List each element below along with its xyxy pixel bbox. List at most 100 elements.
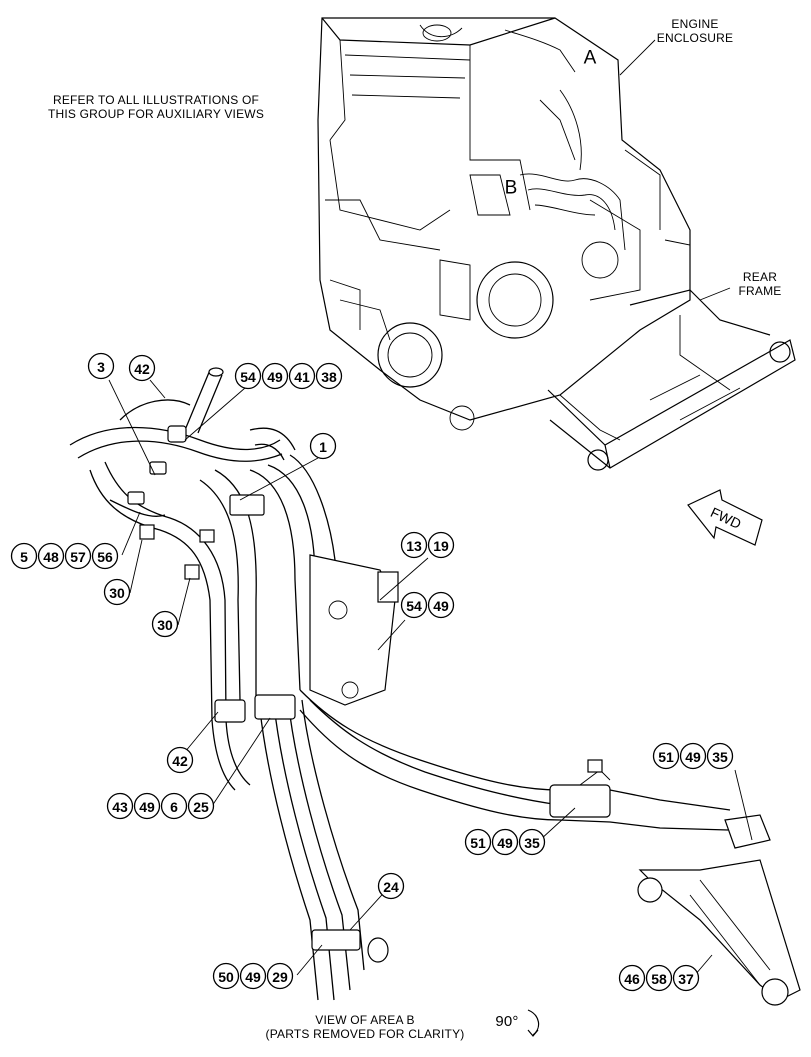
callout-bubble: [106, 792, 134, 820]
callout-number: 42: [172, 753, 188, 769]
callout-group: 24: [377, 872, 405, 900]
callout-bubble: [706, 742, 734, 770]
rotation-label: 90°: [495, 1013, 519, 1030]
callout-number: 43: [112, 799, 128, 815]
callout-number: 29: [272, 969, 288, 985]
callout-number: 6: [170, 799, 178, 815]
callout-bubble: [128, 354, 156, 382]
callout-group: 54 49 41 38: [234, 362, 343, 390]
callout-bubble: [266, 962, 294, 990]
callout-bubble: [518, 828, 546, 856]
callout-bubble: [672, 964, 700, 992]
callout-group: 13 19: [400, 531, 455, 559]
callout-bubble: [91, 542, 119, 570]
callout-number: 48: [43, 549, 59, 565]
callout-number: 30: [109, 585, 125, 601]
callout-bubble: [400, 591, 428, 619]
callout-group: 54 49: [400, 591, 455, 619]
callout-bubble: [166, 746, 194, 774]
rotation-arrow-icon: [527, 1009, 540, 1037]
rear-frame-leader: [699, 287, 731, 301]
callout-number: 19: [433, 538, 449, 554]
callout-bubble: [37, 542, 65, 570]
engine-enclosure-leader: [619, 39, 656, 76]
area-label-b: B: [505, 178, 518, 199]
callout-bubble: [645, 964, 673, 992]
callout-number: 49: [685, 749, 701, 765]
callout-number: 49: [433, 598, 449, 614]
callout-number: 35: [524, 835, 540, 851]
callout-number: 1: [319, 439, 327, 455]
callout-number: 54: [406, 598, 422, 614]
callout-number: 57: [70, 549, 86, 565]
callout-bubble: [464, 828, 492, 856]
callout-bubble: [239, 962, 267, 990]
callout-number: 41: [294, 369, 310, 385]
callout-number: 56: [97, 549, 113, 565]
callout-bubble: [400, 531, 428, 559]
callout-bubble: [377, 872, 405, 900]
view-caption: VIEW OF AREA B (PARTS REMOVED FOR CLARIT…: [265, 1013, 465, 1041]
rear-frame-label: REAR FRAME: [738, 270, 782, 298]
callout-bubble: [160, 792, 188, 820]
callout-group: 42: [128, 354, 156, 382]
callout-group: 43 49 6 25: [106, 792, 215, 820]
callout-bubble: [64, 542, 92, 570]
callout-bubble: [87, 352, 115, 380]
fwd-arrow-icon: FWD: [687, 489, 763, 546]
callout-bubble: [288, 362, 316, 390]
callout-bubble: [151, 610, 179, 638]
area-label-a: A: [584, 48, 597, 69]
callout-bubble: [427, 531, 455, 559]
callout-number: 13: [406, 538, 422, 554]
callout-number: 25: [193, 799, 209, 815]
engine-enclosure-label: ENGINE ENCLOSURE: [656, 17, 734, 45]
callout-number: 42: [134, 361, 150, 377]
callout-number: 49: [139, 799, 155, 815]
callout-bubble: [618, 964, 646, 992]
callout-number: 49: [245, 969, 261, 985]
callout-number: 35: [712, 749, 728, 765]
callout-bubble: [103, 578, 131, 606]
callout-group: 30: [151, 610, 179, 638]
callout-group: 51 49 35: [464, 828, 546, 856]
callout-group: 51 49 35: [652, 742, 734, 770]
callout-number: 37: [678, 971, 694, 987]
callout-bubble: [133, 792, 161, 820]
callout-number: 49: [267, 369, 283, 385]
callout-group: 1: [309, 432, 337, 460]
auxiliary-views-note: REFER TO ALL ILLUSTRATIONS OF THIS GROUP…: [47, 93, 265, 121]
callout-number: 30: [157, 617, 173, 633]
callout-bubble: [491, 828, 519, 856]
callout-number: 38: [321, 369, 337, 385]
callout-bubble: [261, 362, 289, 390]
callout-group: 3: [87, 352, 115, 380]
callout-bubble: [427, 591, 455, 619]
callout-group: 46 58 37: [618, 964, 700, 992]
callout-number: 58: [651, 971, 667, 987]
callout-group: 42: [166, 746, 194, 774]
callout-bubble: [187, 792, 215, 820]
callout-bubble: [315, 362, 343, 390]
callout-bubble: [679, 742, 707, 770]
callout-bubble: [10, 542, 38, 570]
callout-number: 46: [624, 971, 640, 987]
callout-number: 51: [470, 835, 486, 851]
callout-number: 3: [97, 359, 105, 375]
callout-bubble: [652, 742, 680, 770]
callout-number: 51: [658, 749, 674, 765]
callout-group: 50 49 29: [212, 962, 294, 990]
callout-bubble: [212, 962, 240, 990]
hose-detail-drawing: [69, 367, 801, 1006]
callout-bubble: [309, 432, 337, 460]
callout-number: 24: [383, 879, 399, 895]
callout-group: 30: [103, 578, 131, 606]
callout-number: 54: [240, 369, 256, 385]
callout-number: 50: [218, 969, 234, 985]
leader-lines: [108, 379, 753, 976]
callout-number: 49: [497, 835, 513, 851]
engine-enclosure-drawing: [317, 17, 796, 471]
